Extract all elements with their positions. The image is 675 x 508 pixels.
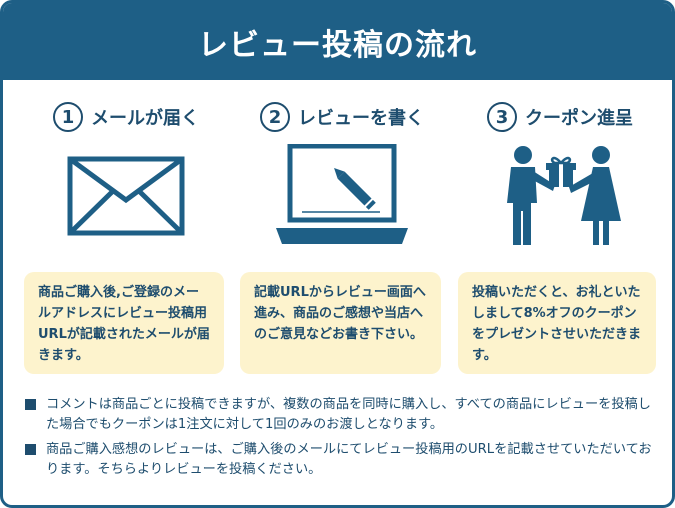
note-text: 商品ご購入感想のレビューは、ご購入後のメールにてレビュー投稿用のURLを記載させ… (46, 442, 652, 477)
step-2-title: 2 レビューを書く (237, 97, 447, 137)
step-2-description: 記載URLからレビュー画面へ進み、商品のご感想や当店へのご意見などお書き下さい。 (240, 272, 441, 374)
step-label: メールが届く (91, 108, 199, 129)
list-item: 商品ご購入感想のレビューは、ご購入後のメールにてレビュー投稿用のURLを記載させ… (25, 440, 655, 480)
square-bullet-icon (25, 399, 36, 410)
step-label: クーポン進呈 (525, 108, 633, 129)
step-3-description: 投稿いただくと、お礼といたしまして8%オフのクーポンをプレゼントさせいただきます… (458, 272, 656, 374)
step-1-description: 商品ご購入後,ご登録のメールアドレスにレビュー投稿用URLが記載されたメールが届… (24, 272, 224, 374)
envelope-icon (67, 156, 185, 236)
step-number: 2 (260, 102, 290, 132)
page-title: レビュー投稿の流れ (3, 3, 672, 80)
step-3: 3 クーポン進呈 (455, 97, 665, 255)
gift-giving-icon (507, 146, 621, 245)
step-3-title: 3 クーポン進呈 (455, 97, 665, 137)
step-1: 1 メールが届く (21, 97, 231, 255)
list-item: コメントは商品ごとに投稿できますが、複数の商品を同時に購入し、すべての商品にレビ… (25, 395, 655, 435)
laptop-pen-icon (276, 144, 408, 244)
note-text: コメントは商品ごとに投稿できますが、複数の商品を同時に購入し、すべての商品にレビ… (46, 397, 651, 432)
step-number: 1 (53, 102, 83, 132)
step-2: 2 レビューを書く (237, 97, 447, 255)
square-bullet-icon (25, 444, 36, 455)
step-1-title: 1 メールが届く (21, 97, 231, 137)
step-number: 3 (487, 102, 517, 132)
notes-list: コメントは商品ごとに投稿できますが、複数の商品を同時に購入し、すべての商品にレビ… (25, 395, 655, 485)
step-label: レビューを書く (298, 108, 424, 129)
